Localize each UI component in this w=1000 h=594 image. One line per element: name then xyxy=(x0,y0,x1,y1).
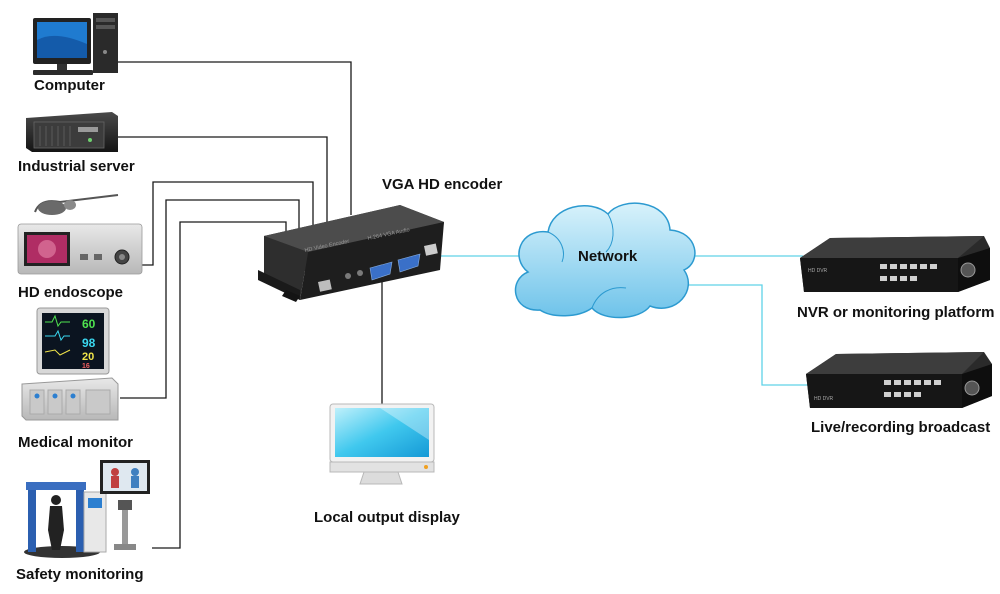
monitor-reading-3: 20 xyxy=(82,351,94,363)
wire-endoscope xyxy=(140,181,314,266)
safety-monitoring-icon xyxy=(24,460,150,558)
vga-hd-encoder-device: HD Video Encoder H.264 VGA Audio xyxy=(258,205,444,302)
hd-endoscope-icon xyxy=(17,194,143,275)
medical-monitor-icon: 60 98 20 16 xyxy=(21,307,119,421)
industrial-server-icon xyxy=(26,112,118,152)
label-computer: Computer xyxy=(34,77,105,94)
wire-industrial-server xyxy=(118,136,328,222)
local-display-monitor xyxy=(329,403,435,485)
wire-network-broadcast xyxy=(688,284,808,386)
monitor-reading-1: 60 xyxy=(82,317,96,331)
broadcast-badge: HD DVR xyxy=(814,396,834,402)
label-nvr-platform: NVR or monitoring platform xyxy=(797,304,995,321)
label-network: Network xyxy=(578,248,638,265)
network-cloud xyxy=(514,202,696,319)
label-live-recording-broadcast: Live/recording broadcast xyxy=(811,419,991,436)
monitor-reading-4: 16 xyxy=(82,363,90,370)
wire-safety xyxy=(152,221,287,549)
nvr-badge: HD DVR xyxy=(808,268,828,274)
label-safety-monitoring: Safety monitoring xyxy=(16,566,144,583)
label-industrial-server: Industrial server xyxy=(18,158,135,175)
broadcast-dvr-device: HD DVR xyxy=(806,352,992,408)
monitor-reading-2: 98 xyxy=(82,336,96,350)
wire-computer xyxy=(118,61,352,215)
label-local-output-display: Local output display xyxy=(314,509,460,526)
computer-icon xyxy=(33,13,118,75)
network-wires xyxy=(438,255,808,386)
label-vga-hd-encoder: VGA HD encoder xyxy=(382,176,503,193)
wire-medical-monitor xyxy=(120,199,300,399)
label-medical-monitor: Medical monitor xyxy=(18,434,134,451)
input-wires xyxy=(118,61,383,549)
nvr-device: HD DVR xyxy=(800,236,990,292)
label-hd-endoscope: HD endoscope xyxy=(18,284,124,301)
